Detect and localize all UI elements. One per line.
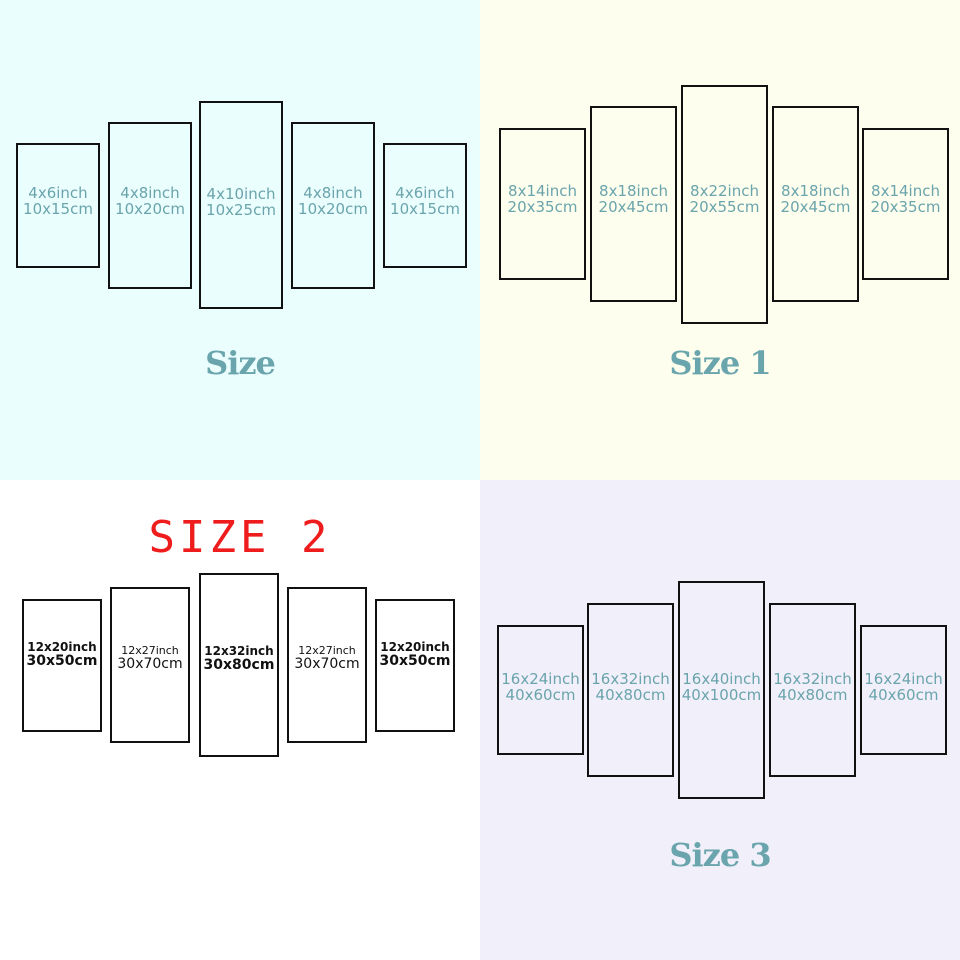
panel-cm-label: 20x45cm bbox=[598, 197, 669, 216]
canvas-panel-outline: 16x32inch 40x80cm bbox=[587, 603, 674, 777]
canvas-panel-outline: 12x32inch 30x80cm bbox=[199, 573, 279, 757]
size-chart-quadrant: 8x14inch 20x35cm 8x18inch 20x45cm 8x22in… bbox=[480, 0, 960, 480]
canvas-panel-outline: 12x20inch 30x50cm bbox=[22, 599, 102, 732]
size-chart-quadrant: 16x24inch 40x60cm 16x32inch 40x80cm 16x4… bbox=[480, 480, 960, 960]
panel-inch-label: 16x24inch bbox=[864, 670, 943, 688]
canvas-panel-outline: 4x10inch 10x25cm bbox=[199, 101, 283, 309]
panel-inch-label: 4x10inch bbox=[206, 185, 276, 203]
size-chart-quadrant: 4x6inch 10x15cm 4x8inch 10x20cm 4x10inch… bbox=[0, 0, 480, 480]
panel-cm-label: 20x35cm bbox=[870, 197, 941, 216]
canvas-panel-outline: 16x24inch 40x60cm bbox=[497, 625, 584, 755]
panel-inch-label: 4x8inch bbox=[303, 184, 363, 202]
size-chart-quadrant: SIZE 2 12x20inch 30x50cm 12x27inch 30x70… bbox=[0, 480, 480, 960]
panel-cm-label: 10x15cm bbox=[390, 199, 460, 218]
canvas-panel-outline: 8x18inch 20x45cm bbox=[590, 106, 677, 302]
panel-inch-label: 4x6inch bbox=[395, 184, 455, 202]
panel-cm-label: 40x80cm bbox=[777, 685, 848, 704]
panel-inch-label: 8x22inch bbox=[690, 182, 759, 200]
canvas-panel-outline: 8x14inch 20x35cm bbox=[499, 128, 586, 280]
canvas-panel-outline: 12x27inch 30x70cm bbox=[287, 587, 367, 743]
size-title: Size 1 bbox=[669, 344, 771, 382]
panel-cm-label: 10x20cm bbox=[298, 199, 368, 218]
panel-inch-label: 4x8inch bbox=[120, 184, 180, 202]
panel-cm-label: 20x35cm bbox=[507, 197, 578, 216]
canvas-panel-outline: 4x8inch 10x20cm bbox=[291, 122, 375, 289]
panel-cm-label: 30x70cm bbox=[294, 655, 360, 672]
canvas-panel-outline: 8x18inch 20x45cm bbox=[772, 106, 859, 302]
panel-inch-label: 12x20inch bbox=[27, 640, 97, 654]
panel-cm-label: 10x25cm bbox=[206, 200, 276, 219]
panel-cm-label: 30x50cm bbox=[26, 652, 98, 669]
canvas-panel-outline: 8x22inch 20x55cm bbox=[681, 85, 768, 324]
panel-inch-label: 16x40inch bbox=[682, 670, 761, 688]
panel-cm-label: 10x15cm bbox=[23, 199, 93, 218]
canvas-panel-outline: 16x24inch 40x60cm bbox=[860, 625, 947, 755]
panel-cm-label: 30x70cm bbox=[117, 655, 183, 672]
panel-cm-label: 20x55cm bbox=[689, 197, 760, 216]
size-title: SIZE 2 bbox=[148, 512, 332, 563]
panel-inch-label: 8x14inch bbox=[871, 182, 940, 200]
panel-cm-label: 40x80cm bbox=[595, 685, 666, 704]
panel-cm-label: 40x60cm bbox=[505, 685, 576, 704]
canvas-panel-outline: 8x14inch 20x35cm bbox=[862, 128, 949, 280]
panel-inch-label: 16x32inch bbox=[591, 670, 670, 688]
canvas-panel-outline: 16x40inch 40x100cm bbox=[678, 581, 765, 799]
panel-cm-label: 30x50cm bbox=[379, 652, 451, 669]
panel-inch-label: 12x27inch bbox=[298, 644, 356, 657]
panel-inch-label: 8x18inch bbox=[781, 182, 850, 200]
panel-cm-label: 40x100cm bbox=[681, 685, 762, 704]
size-title: Size bbox=[205, 344, 276, 382]
canvas-panel-outline: 4x6inch 10x15cm bbox=[383, 143, 467, 268]
canvas-panel-outline: 16x32inch 40x80cm bbox=[769, 603, 856, 777]
canvas-panel-outline: 4x8inch 10x20cm bbox=[108, 122, 192, 289]
panel-inch-label: 16x32inch bbox=[773, 670, 852, 688]
panel-inch-label: 4x6inch bbox=[28, 184, 88, 202]
size-title: Size 3 bbox=[669, 836, 771, 874]
canvas-panel-outline: 4x6inch 10x15cm bbox=[16, 143, 100, 268]
panel-inch-label: 8x18inch bbox=[599, 182, 668, 200]
panel-inch-label: 12x32inch bbox=[204, 644, 274, 658]
panel-cm-label: 10x20cm bbox=[115, 199, 185, 218]
canvas-panel-outline: 12x27inch 30x70cm bbox=[110, 587, 190, 743]
panel-inch-label: 12x27inch bbox=[121, 644, 179, 657]
panel-cm-label: 30x80cm bbox=[203, 656, 275, 673]
panel-cm-label: 20x45cm bbox=[780, 197, 851, 216]
panel-inch-label: 8x14inch bbox=[508, 182, 577, 200]
panel-cm-label: 40x60cm bbox=[868, 685, 939, 704]
panel-inch-label: 12x20inch bbox=[380, 640, 450, 654]
canvas-panel-outline: 12x20inch 30x50cm bbox=[375, 599, 455, 732]
panel-inch-label: 16x24inch bbox=[501, 670, 580, 688]
